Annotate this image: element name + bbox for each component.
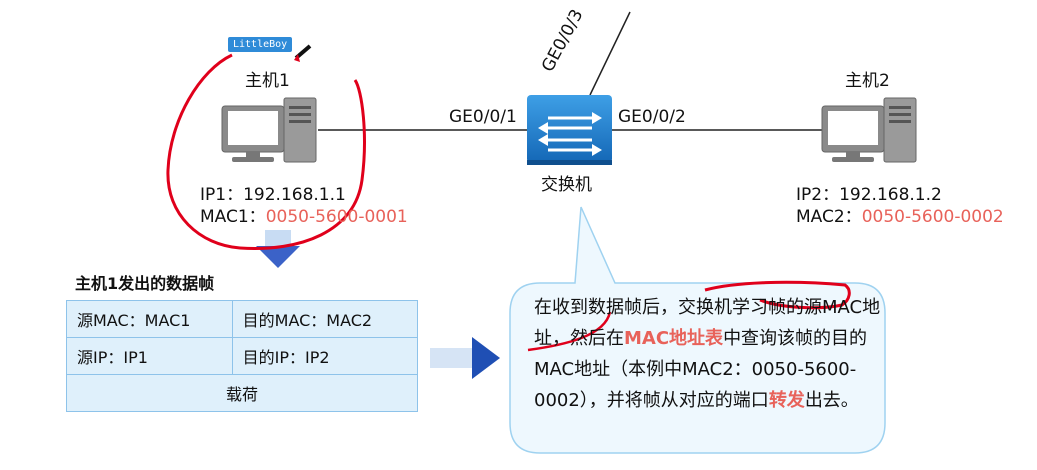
annotation-circle-host1 <box>166 53 366 250</box>
switch-icon <box>527 95 612 165</box>
host1-ip: IP1：192.168.1.1 <box>200 180 346 205</box>
callout-part2: 中查询该帧的目的MAC地址（本例中MAC2：0050-5600-0002），并将… <box>534 328 868 411</box>
callout-bubble <box>509 206 886 454</box>
host1-ip-value: 192.168.1.1 <box>243 185 346 205</box>
host1-title: 主机1 <box>245 71 290 91</box>
callout-part1: 在收到数据帧后，交换机学习帧的源MAC地址，然后在 <box>534 297 881 349</box>
link-switch-uplink <box>589 11 631 96</box>
pen-icon <box>294 44 312 62</box>
down-arrow-icon <box>256 230 300 268</box>
data-frame-table: 源MAC：MAC1 目的MAC：MAC2 源IP：IP1 目的IP：IP2 载荷 <box>66 300 419 412</box>
host2-mac: MAC2：0050-5600-0002 <box>796 202 1004 227</box>
host2-ip-label: IP2： <box>796 185 840 205</box>
host1-mac-label: MAC1： <box>200 207 266 227</box>
callout-highlight-mac-table: MAC地址表 <box>624 328 724 349</box>
host2-ip: IP2：192.168.1.2 <box>796 180 942 205</box>
switch-label: 交换机 <box>541 175 592 195</box>
host2-title: 主机2 <box>845 71 890 91</box>
frame-dst-ip: 目的IP：IP2 <box>231 337 419 375</box>
frame-src-ip: 源IP：IP1 <box>66 337 233 375</box>
computer-icon <box>821 97 917 163</box>
host1-mac: MAC1：0050-5600-0001 <box>200 202 408 227</box>
frame-src-mac: 源MAC：MAC1 <box>66 300 233 338</box>
annotation-underline-switch <box>704 280 851 310</box>
callout-part3: 出去。 <box>804 390 859 411</box>
watermark-badge: LittleBoy <box>228 37 293 52</box>
table-row: 载荷 <box>66 374 418 412</box>
frame-dst-mac: 目的MAC：MAC2 <box>231 300 419 338</box>
right-arrow-icon <box>430 337 500 379</box>
callout-highlight-forward: 转发 <box>768 390 805 411</box>
computer-icon <box>221 97 317 163</box>
host2-ip-value: 192.168.1.2 <box>839 185 942 205</box>
frame-payload: 载荷 <box>66 374 418 412</box>
host2-mac-value: 0050-5600-0002 <box>861 207 1004 227</box>
callout-text: 在收到数据帧后，交换机学习帧的源MAC地址，然后在MAC地址表中查询该帧的目的M… <box>534 292 884 416</box>
host2-mac-label: MAC2： <box>796 207 862 227</box>
table-row: 源MAC：MAC1 目的MAC：MAC2 <box>66 300 419 338</box>
frame-title: 主机1发出的数据帧 <box>75 274 215 293</box>
table-row: 源IP：IP1 目的IP：IP2 <box>66 337 419 375</box>
host1-mac-value: 0050-5600-0001 <box>265 207 408 227</box>
host1-ip-label: IP1： <box>200 185 244 205</box>
port-label-right: GE0/0/2 <box>618 107 686 127</box>
port-label-left: GE0/0/1 <box>449 107 517 127</box>
annotation-underline-srcmac <box>527 311 612 352</box>
